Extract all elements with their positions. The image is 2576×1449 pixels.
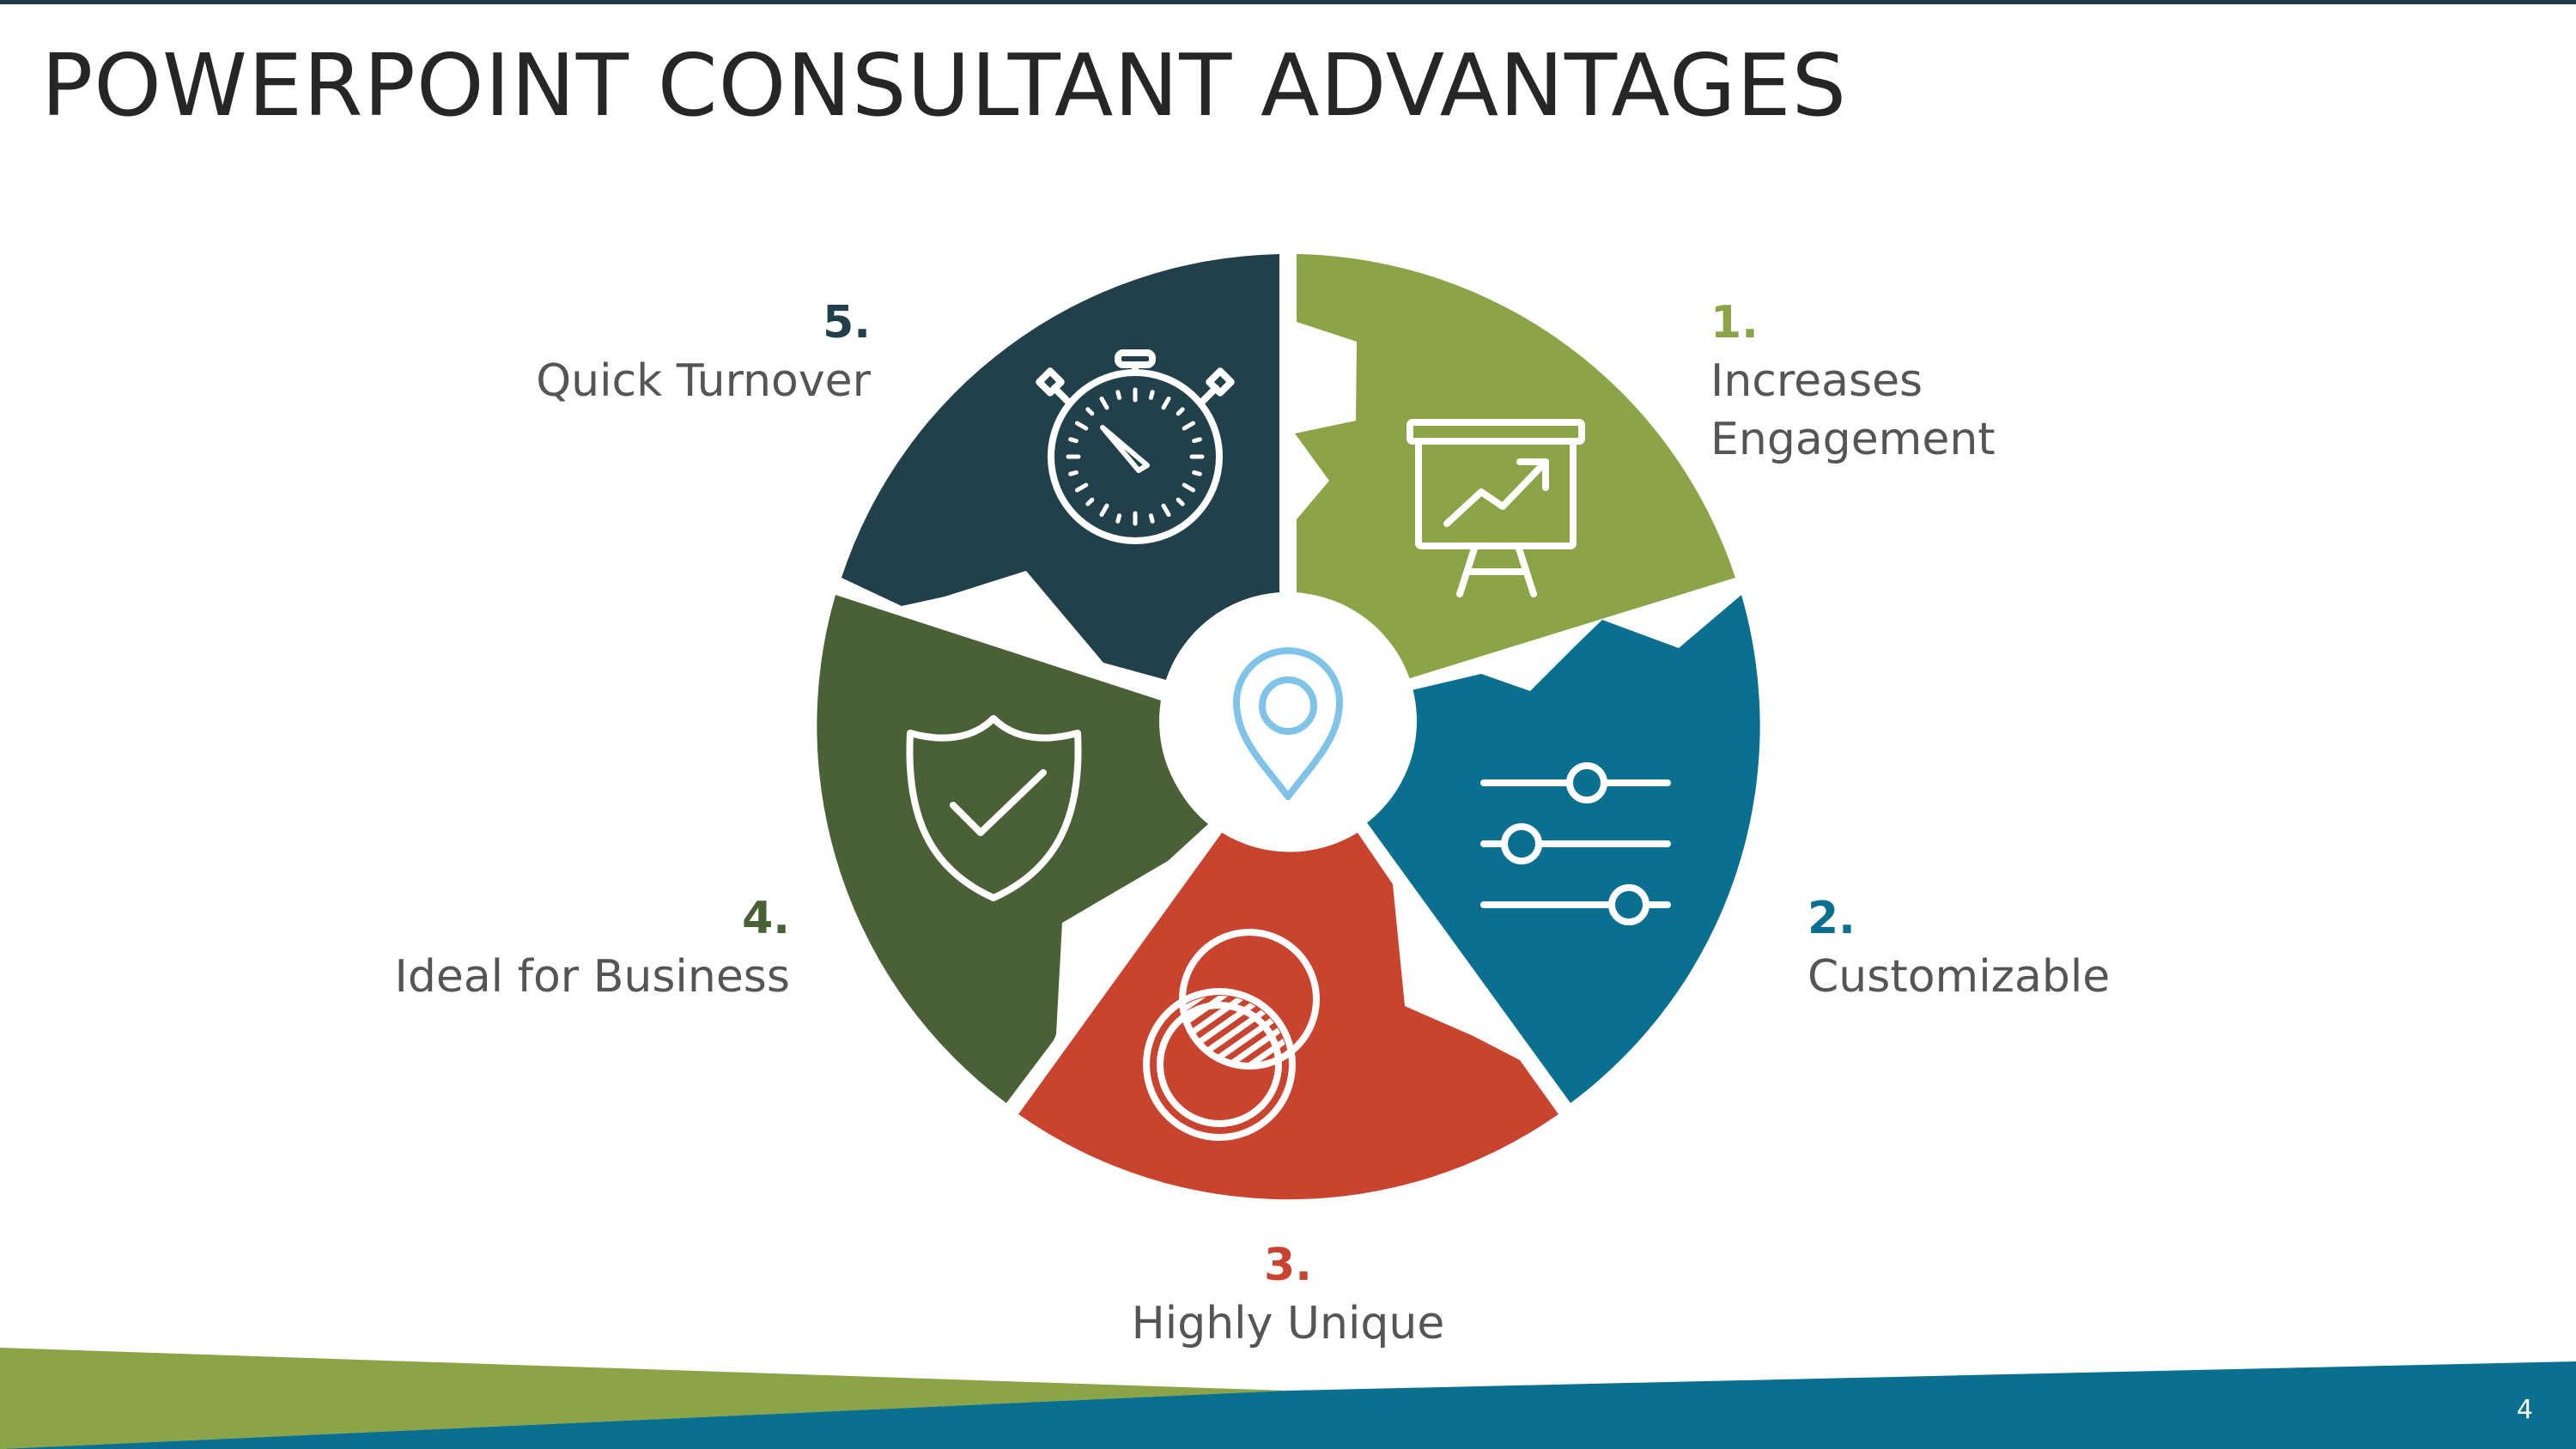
stopwatch-icon [1036,349,1235,544]
stopwatch-tick [1068,437,1078,444]
label-item-2: 2. Customizable [1807,889,2110,1006]
stopwatch-tick [1192,437,1202,444]
footer-green-wedge [0,1348,1288,1449]
stopwatch-tick [1161,396,1171,410]
stopwatch-tick [1099,396,1109,410]
segment-4-ideal-for-business [817,595,1208,1103]
stopwatch-tick [1176,407,1185,416]
item-1-number: 1. [1710,297,1759,349]
item-2-line-1: Customizable [1807,951,2111,1003]
segment-1-increases-engagement [1295,254,1735,680]
presentation-chart-icon [1406,419,1585,597]
location-pin-icon [1233,647,1343,800]
item-2-number: 2. [1807,893,1856,944]
label-item-1: 1. Increases Engagement [1710,294,1996,469]
label-item-3: 3. Highly Unique [1116,1236,1460,1353]
stopwatch-tick [1182,421,1196,431]
item-4-line-1: Ideal for Business [394,951,790,1003]
item-5-line-1: Quick Turnover [536,355,871,407]
segment-5-quick-turnover [841,254,1279,680]
stopwatch-tick [1115,390,1122,400]
stopwatch-tick [1068,470,1078,476]
stopwatch-tick [1115,513,1122,524]
stopwatch-tick [1161,503,1171,518]
stopwatch-tick [1074,421,1089,431]
stopwatch-tick [1148,390,1155,400]
item-1-line-2: Engagement [1710,414,1996,465]
shield-check-icon [906,715,1082,901]
stopwatch-tick [1182,482,1196,493]
segment-3-highly-unique [1018,833,1558,1200]
segment-2-customizable [1366,595,1760,1103]
item-3-line-1: Highly Unique [1131,1298,1445,1349]
item-4-number: 4. [742,893,790,944]
stopwatch-tick [1099,503,1109,518]
page-number: 4 [2516,1395,2533,1425]
footer-blue-band [0,1361,2576,1449]
stopwatch-tick [1176,497,1185,506]
stopwatch-tick [1085,497,1095,506]
top-rule [0,0,2576,4]
label-item-5: 5. Quick Turnover [441,294,871,410]
stopwatch-tick [1192,470,1202,476]
stopwatch-tick [1074,482,1089,493]
center-hub [1159,592,1417,850]
item-3-number: 3. [1264,1240,1312,1291]
item-5-number: 5. [823,297,871,349]
stopwatch-tick [1085,407,1095,416]
slide-title: POWERPOINT CONSULTANT ADVANTAGES [41,35,1848,136]
footer-band [0,1348,2576,1449]
item-1-line-1: Increases [1710,355,1923,407]
stopwatch-tick [1148,513,1155,524]
sliders-icon [1480,762,1671,925]
label-item-4: 4. Ideal for Business [361,889,790,1006]
